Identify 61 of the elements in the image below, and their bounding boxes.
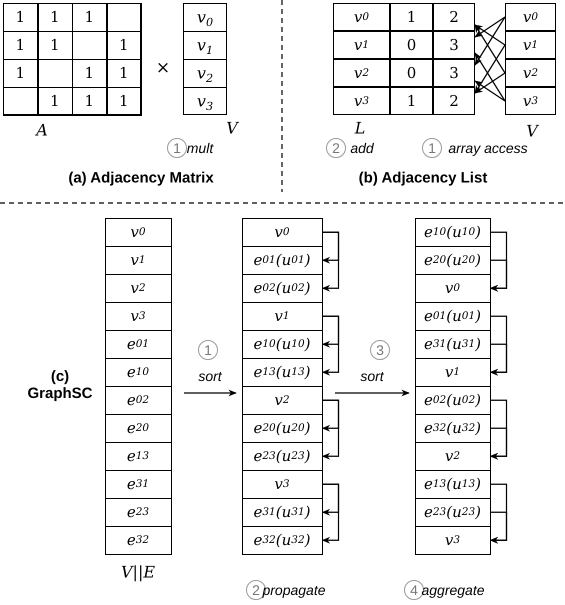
- arrow: [322, 316, 340, 376]
- array-label: V||E: [121, 562, 155, 582]
- multiply-sign: ×: [156, 58, 170, 78]
- step-label: add: [350, 140, 374, 156]
- matrix-entry: 1: [118, 36, 129, 54]
- vector-entry: v$_{2}$: [196, 64, 214, 82]
- arrow: [335, 390, 410, 396]
- arrow: [474, 72, 506, 94]
- step-number: 1: [422, 138, 442, 158]
- arrow: [490, 428, 508, 460]
- step-label: array access: [448, 140, 528, 156]
- matrix-entry: 1: [15, 36, 26, 54]
- matrix-entry: 1: [84, 64, 94, 82]
- arrow: [474, 24, 506, 46]
- arrow: [474, 16, 506, 38]
- matrix-entry: 1: [118, 64, 129, 82]
- arrow: [322, 484, 340, 544]
- vector-label: V: [526, 122, 538, 140]
- matrix-entry: 1: [50, 36, 60, 54]
- step-number: 3: [370, 340, 390, 360]
- arrow: [322, 232, 340, 292]
- arrow: [474, 52, 506, 102]
- vector-entry: v$_{0}$: [196, 8, 214, 26]
- list-cell: 2: [433, 87, 475, 115]
- arrow: [474, 80, 506, 102]
- panel-title: (a) Adjacency Matrix: [68, 170, 214, 186]
- step-number: 1: [198, 340, 218, 360]
- step-label: aggregate: [421, 582, 485, 598]
- step-label: propagate: [262, 582, 326, 598]
- list-cell: 1: [390, 3, 433, 31]
- matrix-entry: 1: [15, 64, 26, 82]
- list-label: L: [354, 118, 366, 138]
- list-cell: 0: [390, 31, 433, 59]
- list-cell: 1: [390, 87, 433, 115]
- matrix-entry: 1: [84, 8, 94, 26]
- arrow: [490, 260, 508, 292]
- step-number: 1: [167, 138, 187, 158]
- matrix-entry: 1: [50, 8, 60, 26]
- vector-label: V: [226, 118, 238, 138]
- matrix-entry: 1: [50, 92, 60, 110]
- panel-title: (c) GraphSC: [26, 368, 94, 402]
- matrix-entry: 1: [118, 92, 129, 110]
- arrow: [474, 24, 506, 74]
- arrow: [474, 16, 506, 66]
- list-cell: 3: [433, 59, 475, 87]
- list-cell: 3: [433, 31, 475, 59]
- vector-entry: v$_{1}$: [196, 36, 214, 54]
- vector-entry: v$_{3}$: [196, 92, 214, 110]
- list-cell: 2: [433, 3, 475, 31]
- matrix-entry: 1: [84, 92, 94, 110]
- list-cell: 0: [390, 59, 433, 87]
- arrow: [490, 512, 508, 544]
- matrix-label: A: [36, 120, 48, 140]
- panel-title: (b) Adjacency List: [358, 170, 488, 186]
- arrow: [474, 44, 506, 94]
- arrow: [490, 344, 508, 376]
- step-number: 2: [326, 138, 346, 158]
- step-label: mult: [186, 140, 214, 156]
- matrix-entry: 1: [15, 8, 26, 26]
- arrow: [322, 400, 340, 460]
- arrow: [184, 390, 237, 396]
